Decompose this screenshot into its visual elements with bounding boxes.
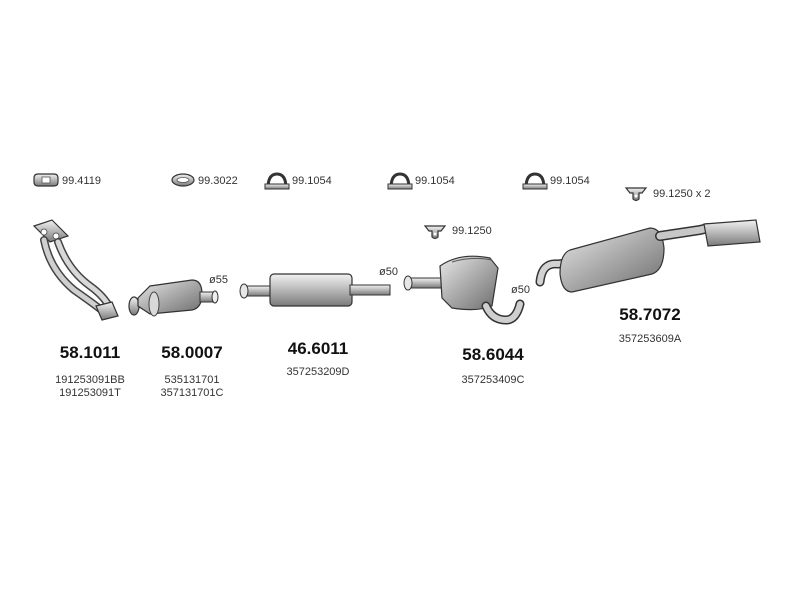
u-clamp-icon-3 [522, 172, 548, 190]
rear-silencer-part [535, 219, 761, 293]
part-refs-2: 535131701 357131701C [142, 374, 242, 400]
accessory-clamp-label: 99.4119 [62, 175, 101, 187]
part-number-1: 58.1011 [59, 343, 121, 362]
accessory-u-clamp-label-2: 99.1054 [415, 175, 455, 187]
front-pipe-part [32, 219, 119, 321]
diameter-label-3: ø50 [511, 284, 530, 296]
part-number-3: 46.6011 [287, 339, 349, 358]
gasket-ring-icon [171, 173, 195, 187]
accessory-u-clamp-label-1: 99.1054 [292, 175, 332, 187]
diameter-label-2: ø50 [379, 266, 398, 278]
part-ref: 357131701C [160, 387, 224, 399]
centre-silencer-part [403, 255, 525, 325]
part-ref: 357253609A [618, 333, 682, 345]
accessory-hanger-label-2: 99.1250 x 2 [653, 188, 711, 200]
clamp-icon [33, 173, 59, 187]
hanger-icon-1 [423, 225, 447, 240]
part-ref: 191253091T [59, 387, 121, 399]
part-number-5: 58.7072 [619, 305, 681, 324]
part-ref: 191253091BB [55, 374, 125, 386]
part-ref: 357253409C [461, 374, 525, 386]
part-ref: 535131701 [164, 374, 220, 386]
hanger-icon-2 [624, 187, 648, 202]
part-refs-1: 191253091BB 191253091T [40, 374, 140, 400]
part-number-2: 58.0007 [161, 343, 223, 362]
u-clamp-icon-1 [264, 172, 290, 190]
part-refs-3: 357253209D [263, 366, 373, 379]
part-ref: 357253209D [286, 366, 350, 378]
part-refs-5: 357253609A [595, 333, 705, 346]
part-number-4: 58.6044 [462, 345, 524, 364]
catalytic-converter-part [128, 279, 219, 317]
middle-pipe-part [239, 273, 391, 307]
part-refs-4: 357253409C [438, 374, 548, 387]
diameter-label-1: ø55 [209, 274, 228, 286]
accessory-gasket-label: 99.3022 [198, 175, 238, 187]
accessory-hanger-label-1: 99.1250 [452, 225, 492, 237]
accessory-u-clamp-label-3: 99.1054 [550, 175, 590, 187]
u-clamp-icon-2 [387, 172, 413, 190]
